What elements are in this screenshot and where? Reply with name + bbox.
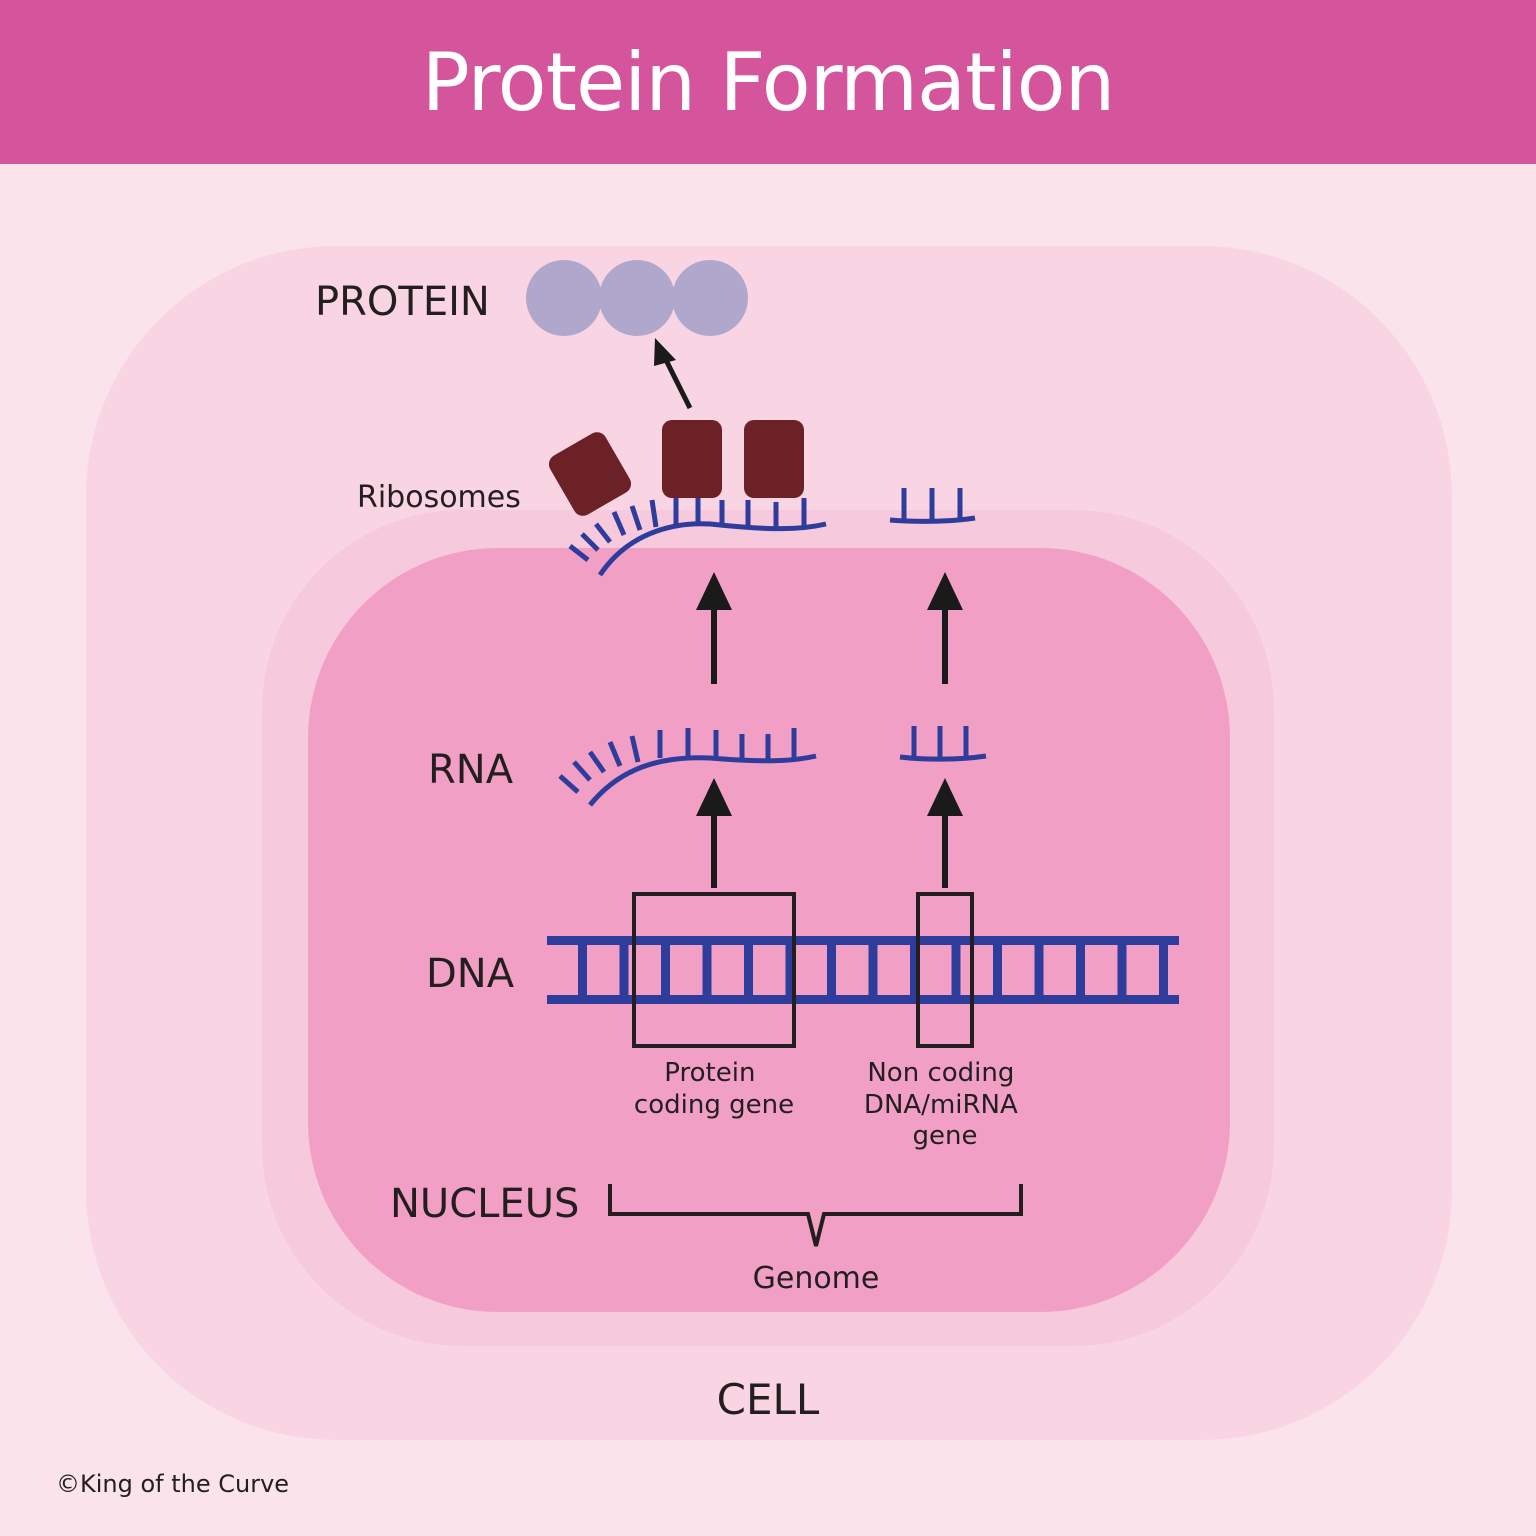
dna-double-helix [547,936,1179,1004]
protein-coding-gene-line: coding gene [634,1090,794,1120]
dna-rung [951,940,961,1000]
dna-rung [910,940,919,1000]
dna-rung [785,940,795,1000]
dna-rungs [578,940,1168,1000]
nucleus-label: NUCLEUS [390,1181,579,1227]
protein-coding-gene-label: Protein coding gene [634,1058,794,1120]
dna-rung [1159,940,1168,1000]
mirna-nucleus [899,726,987,762]
arrowhead [927,778,963,816]
dna-strand [547,995,1179,1004]
protein-coding-gene-box [632,892,796,1048]
dna-strand [547,936,1179,945]
dna-rung [744,940,753,1000]
protein-bead [672,260,748,336]
arrow-translation [661,354,693,410]
protein-label: PROTEIN [315,279,490,325]
dna-rung [1117,940,1127,1000]
protein-coding-gene-line: Protein [664,1058,755,1088]
mirna-cytoplasm [889,488,976,524]
arrowhead [927,572,963,610]
genome-bracket [608,1184,1023,1247]
protein-bead [526,260,602,336]
ribosome [548,432,632,516]
dna-rung [868,940,878,1000]
header-bar: Protein Formation [0,0,1536,164]
dna-rung [827,940,836,1000]
arrowhead [696,778,732,816]
ribosome [744,420,804,498]
dna-rung [993,940,1002,1000]
protein-chain [526,260,748,336]
non-coding-gene-line: Non coding [867,1058,1014,1088]
non-coding-gene-label: Non coding DNA/miRNA gene [864,1058,1026,1151]
dna-rung [661,940,670,1000]
arrowhead [654,338,676,366]
arrowhead [696,572,732,610]
non-coding-gene-box [916,892,974,1048]
ribosomes [548,420,804,516]
cell-label: CELL [717,1375,820,1424]
dna-rung [702,940,712,1000]
nucleus-body [308,548,1230,1312]
dna-rung [578,940,587,1000]
ribosome [662,420,722,498]
ribosomes-label: Ribosomes [357,480,521,515]
translated-mrna [568,498,827,577]
non-coding-gene-line: gene [913,1121,978,1151]
dna-rung [619,940,629,1000]
rna-label: RNA [428,747,514,793]
page-title: Protein Formation [421,35,1116,129]
transcribed-rna [558,728,817,807]
dna-rung [1034,940,1044,1000]
dna-rung [1076,940,1085,1000]
genome-label: Genome [753,1261,880,1296]
non-coding-gene-line: DNA/miRNA [864,1090,1018,1120]
dna-label: DNA [426,951,515,997]
copyright-credit: ©King of the Curve [56,1470,290,1498]
protein-bead [599,260,675,336]
